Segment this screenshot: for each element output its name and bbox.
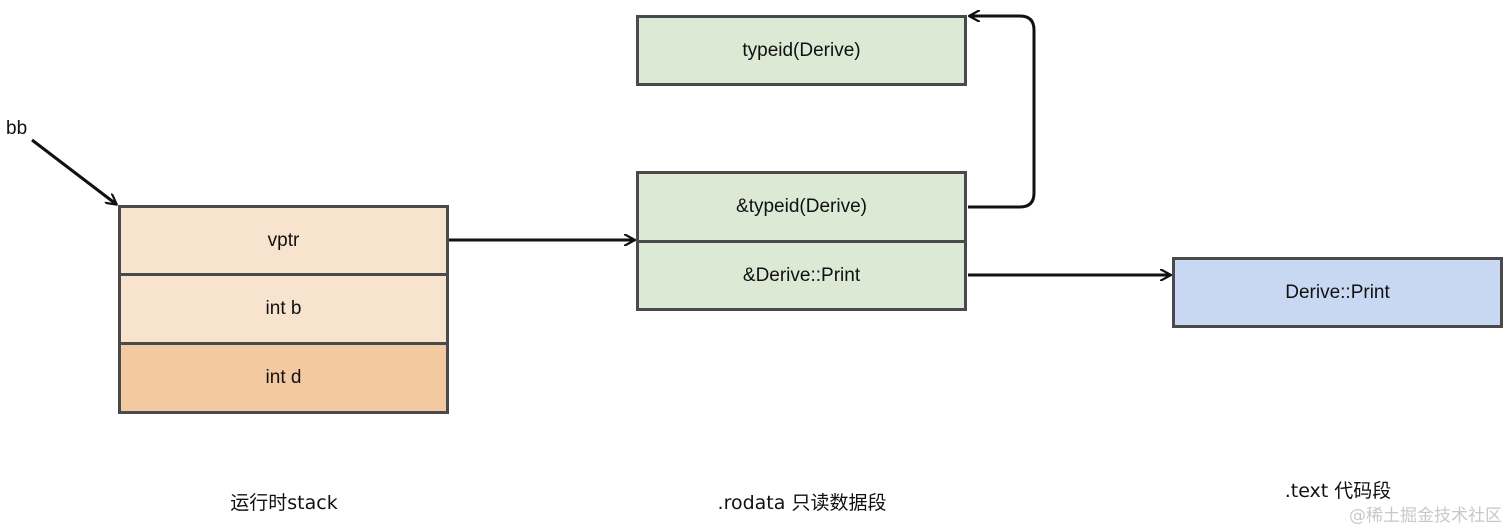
function-box: Derive::Print [1172,257,1503,328]
stack-cell-label: vptr [267,229,300,251]
watermark: @稀土掘金技术社区 [1349,506,1502,526]
stack-cell-label: int d [265,367,302,388]
vtable-entry-typeid: &typeid(Derive) [636,171,967,243]
text-caption: .text 代码段 [1284,480,1392,502]
pointer-label-bb: bb [6,118,28,139]
stack-caption: 运行时stack [230,492,338,514]
function-label: Derive::Print [1285,281,1390,303]
typeid-arrow [968,16,1036,209]
rodata-caption: .rodata 只读数据段 [717,492,887,514]
typeinfo-label: typeid(Derive) [742,39,861,61]
vtable-entry-label: &typeid(Derive) [736,196,867,217]
stack-cell-vptr: vptr [118,205,449,276]
stack-cell-label: int b [265,298,302,319]
stack-cell-int-b: int b [118,273,449,345]
vtable-entry-print: &Derive::Print [636,240,967,311]
typeinfo-box: typeid(Derive) [636,15,967,86]
stack-cell-int-d: int d [118,342,449,414]
bb-pointer-arrow [31,138,116,204]
vtable-entry-label: &Derive::Print [742,264,861,286]
